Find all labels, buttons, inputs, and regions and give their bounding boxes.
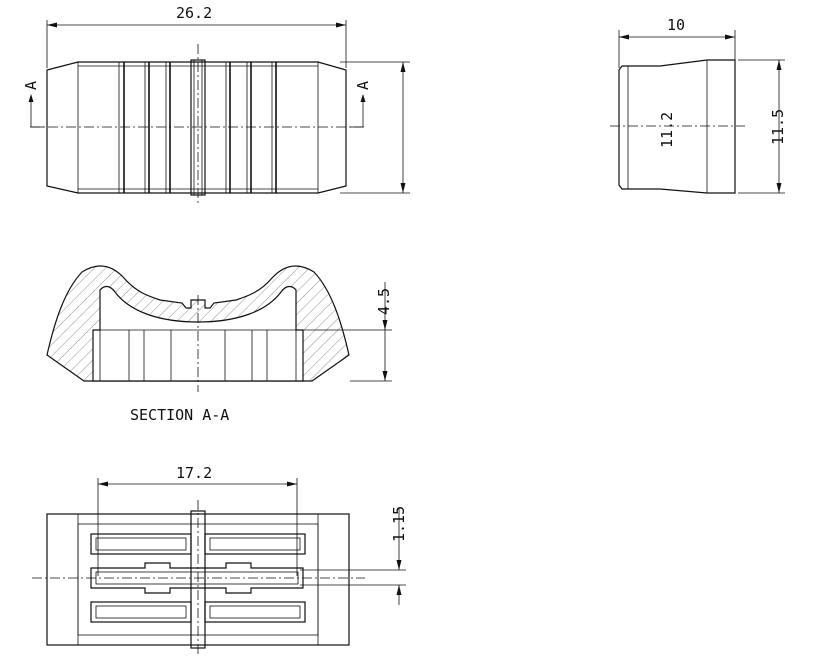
section-marker-left: A [22, 81, 44, 128]
side-view-outline [618, 59, 736, 194]
bottom-slot-top-right [204, 533, 306, 555]
section-marker-left-label: A [22, 81, 40, 90]
dimension-top-height-label: 11.2 [658, 112, 676, 148]
dimension-top-width: 26.2 [46, 4, 347, 68]
dimension-side-width: 10 [618, 16, 736, 68]
bottom-slot-bottom-right [204, 601, 306, 623]
top-view-ridges [118, 62, 277, 193]
dimension-bottom-gap-label: 1.15 [390, 506, 408, 542]
dimension-bottom-gap: 1.15 [300, 506, 408, 605]
dimension-section-depth: 4.5 [300, 282, 393, 382]
dimension-side-height: 11.5 [738, 59, 787, 194]
dimension-section-depth-label: 4.5 [375, 288, 393, 315]
section-caption: SECTION A-A [130, 406, 229, 424]
bottom-slot-bottom-left [90, 601, 192, 623]
dimension-top-height: 11.2 [340, 61, 676, 194]
side-view: 10 11.5 [610, 16, 787, 194]
dimension-top-width-label: 26.2 [176, 4, 212, 22]
section-marker-right-label: A [354, 81, 372, 90]
section-marker-right: A [350, 81, 372, 128]
top-view-outline [46, 61, 347, 194]
bottom-view: 17.2 1.15 [32, 464, 408, 655]
bottom-slot-middle [90, 562, 304, 594]
section-view: 4.5 SECTION A-A [46, 265, 393, 424]
top-view: A A 26.2 11.2 [22, 4, 676, 205]
dimension-bottom-span-label: 17.2 [176, 464, 212, 482]
dimension-side-height-label: 11.5 [769, 109, 787, 145]
bottom-slot-top-left [90, 533, 192, 555]
dimension-bottom-span: 17.2 [97, 464, 298, 576]
dimension-side-width-label: 10 [667, 16, 685, 34]
